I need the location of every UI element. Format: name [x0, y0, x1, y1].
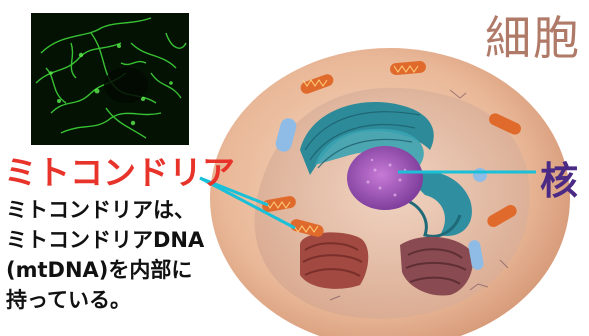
golgi-apparatus: [300, 232, 368, 288]
nucleus-label: 核: [540, 150, 578, 205]
nucleus: [347, 146, 423, 210]
description-line: 持っている。: [6, 285, 246, 315]
description: ミトコンドリアは、 ミトコンドリアDNA (mtDNA)を内部に 持っている。: [6, 195, 246, 315]
description-line: ミトコンドリアDNA: [6, 225, 246, 255]
description-line: ミトコンドリアは、: [6, 195, 246, 225]
description-line: (mtDNA)を内部に: [6, 255, 246, 285]
vesicle: [473, 168, 487, 182]
title: 細胞: [485, 2, 581, 68]
mitochondria-label: ミトコンドリア: [4, 146, 235, 194]
